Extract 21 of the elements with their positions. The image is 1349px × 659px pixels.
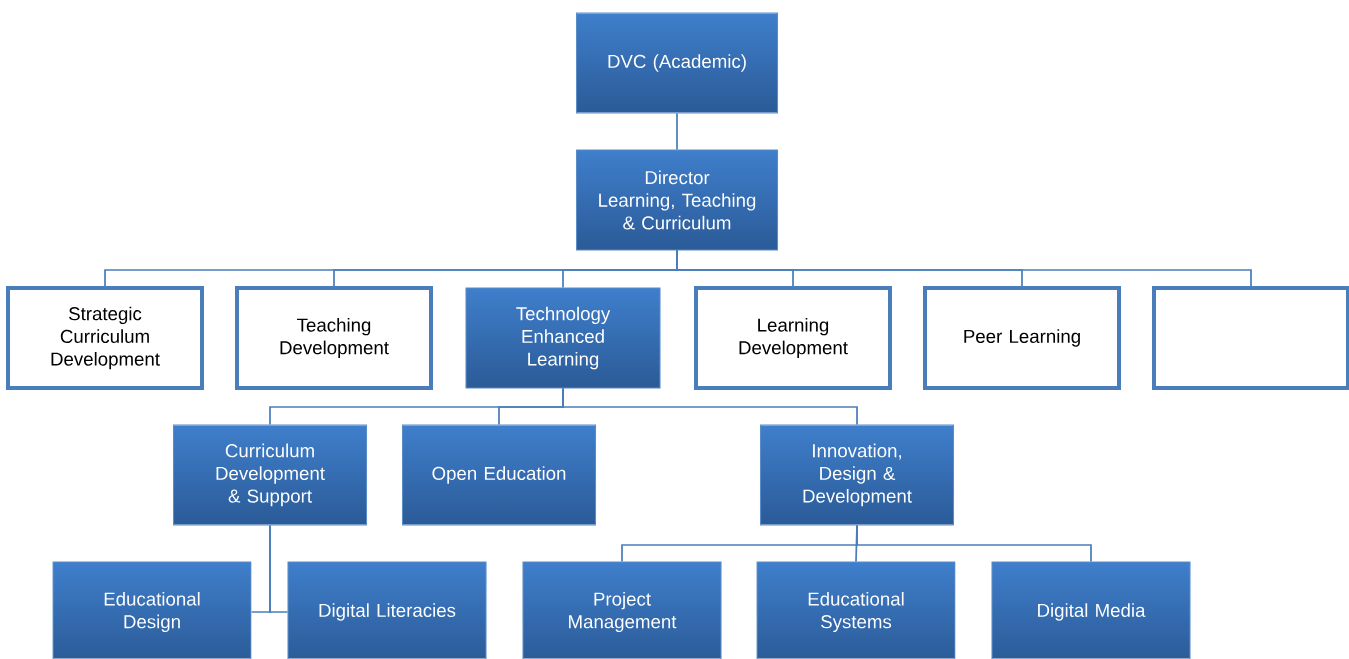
unit-box: Technology Enhanced Learning bbox=[465, 287, 661, 389]
unit-box: Digital Literacies bbox=[287, 561, 487, 659]
unit-box: Digital Media bbox=[991, 561, 1191, 659]
unit-box: Director Learning, Teaching & Curriculum bbox=[575, 149, 779, 251]
connector-line bbox=[562, 387, 858, 426]
connector-line bbox=[676, 112, 678, 151]
connector-line bbox=[856, 524, 1092, 563]
unit-box: Strategic Curriculum Development bbox=[6, 286, 204, 390]
unit-box: Open Education bbox=[401, 424, 597, 526]
unit-box: Teaching Development bbox=[235, 286, 433, 390]
connector-line bbox=[676, 249, 1252, 287]
unit-box: Educational Design bbox=[52, 561, 252, 659]
unit-box: Peer Learning bbox=[923, 286, 1121, 390]
unit-box: Learning Development bbox=[694, 286, 892, 390]
unit-box: Project Management bbox=[522, 561, 722, 659]
unit-box: Innovation, Design & Development bbox=[759, 424, 955, 526]
unit-box: Curriculum Development & Support bbox=[172, 424, 368, 526]
unit-box: Educational Systems bbox=[756, 561, 956, 659]
empty-box bbox=[1152, 286, 1349, 390]
connector-line bbox=[269, 524, 289, 613]
unit-box: DVC (Academic) bbox=[575, 12, 779, 114]
